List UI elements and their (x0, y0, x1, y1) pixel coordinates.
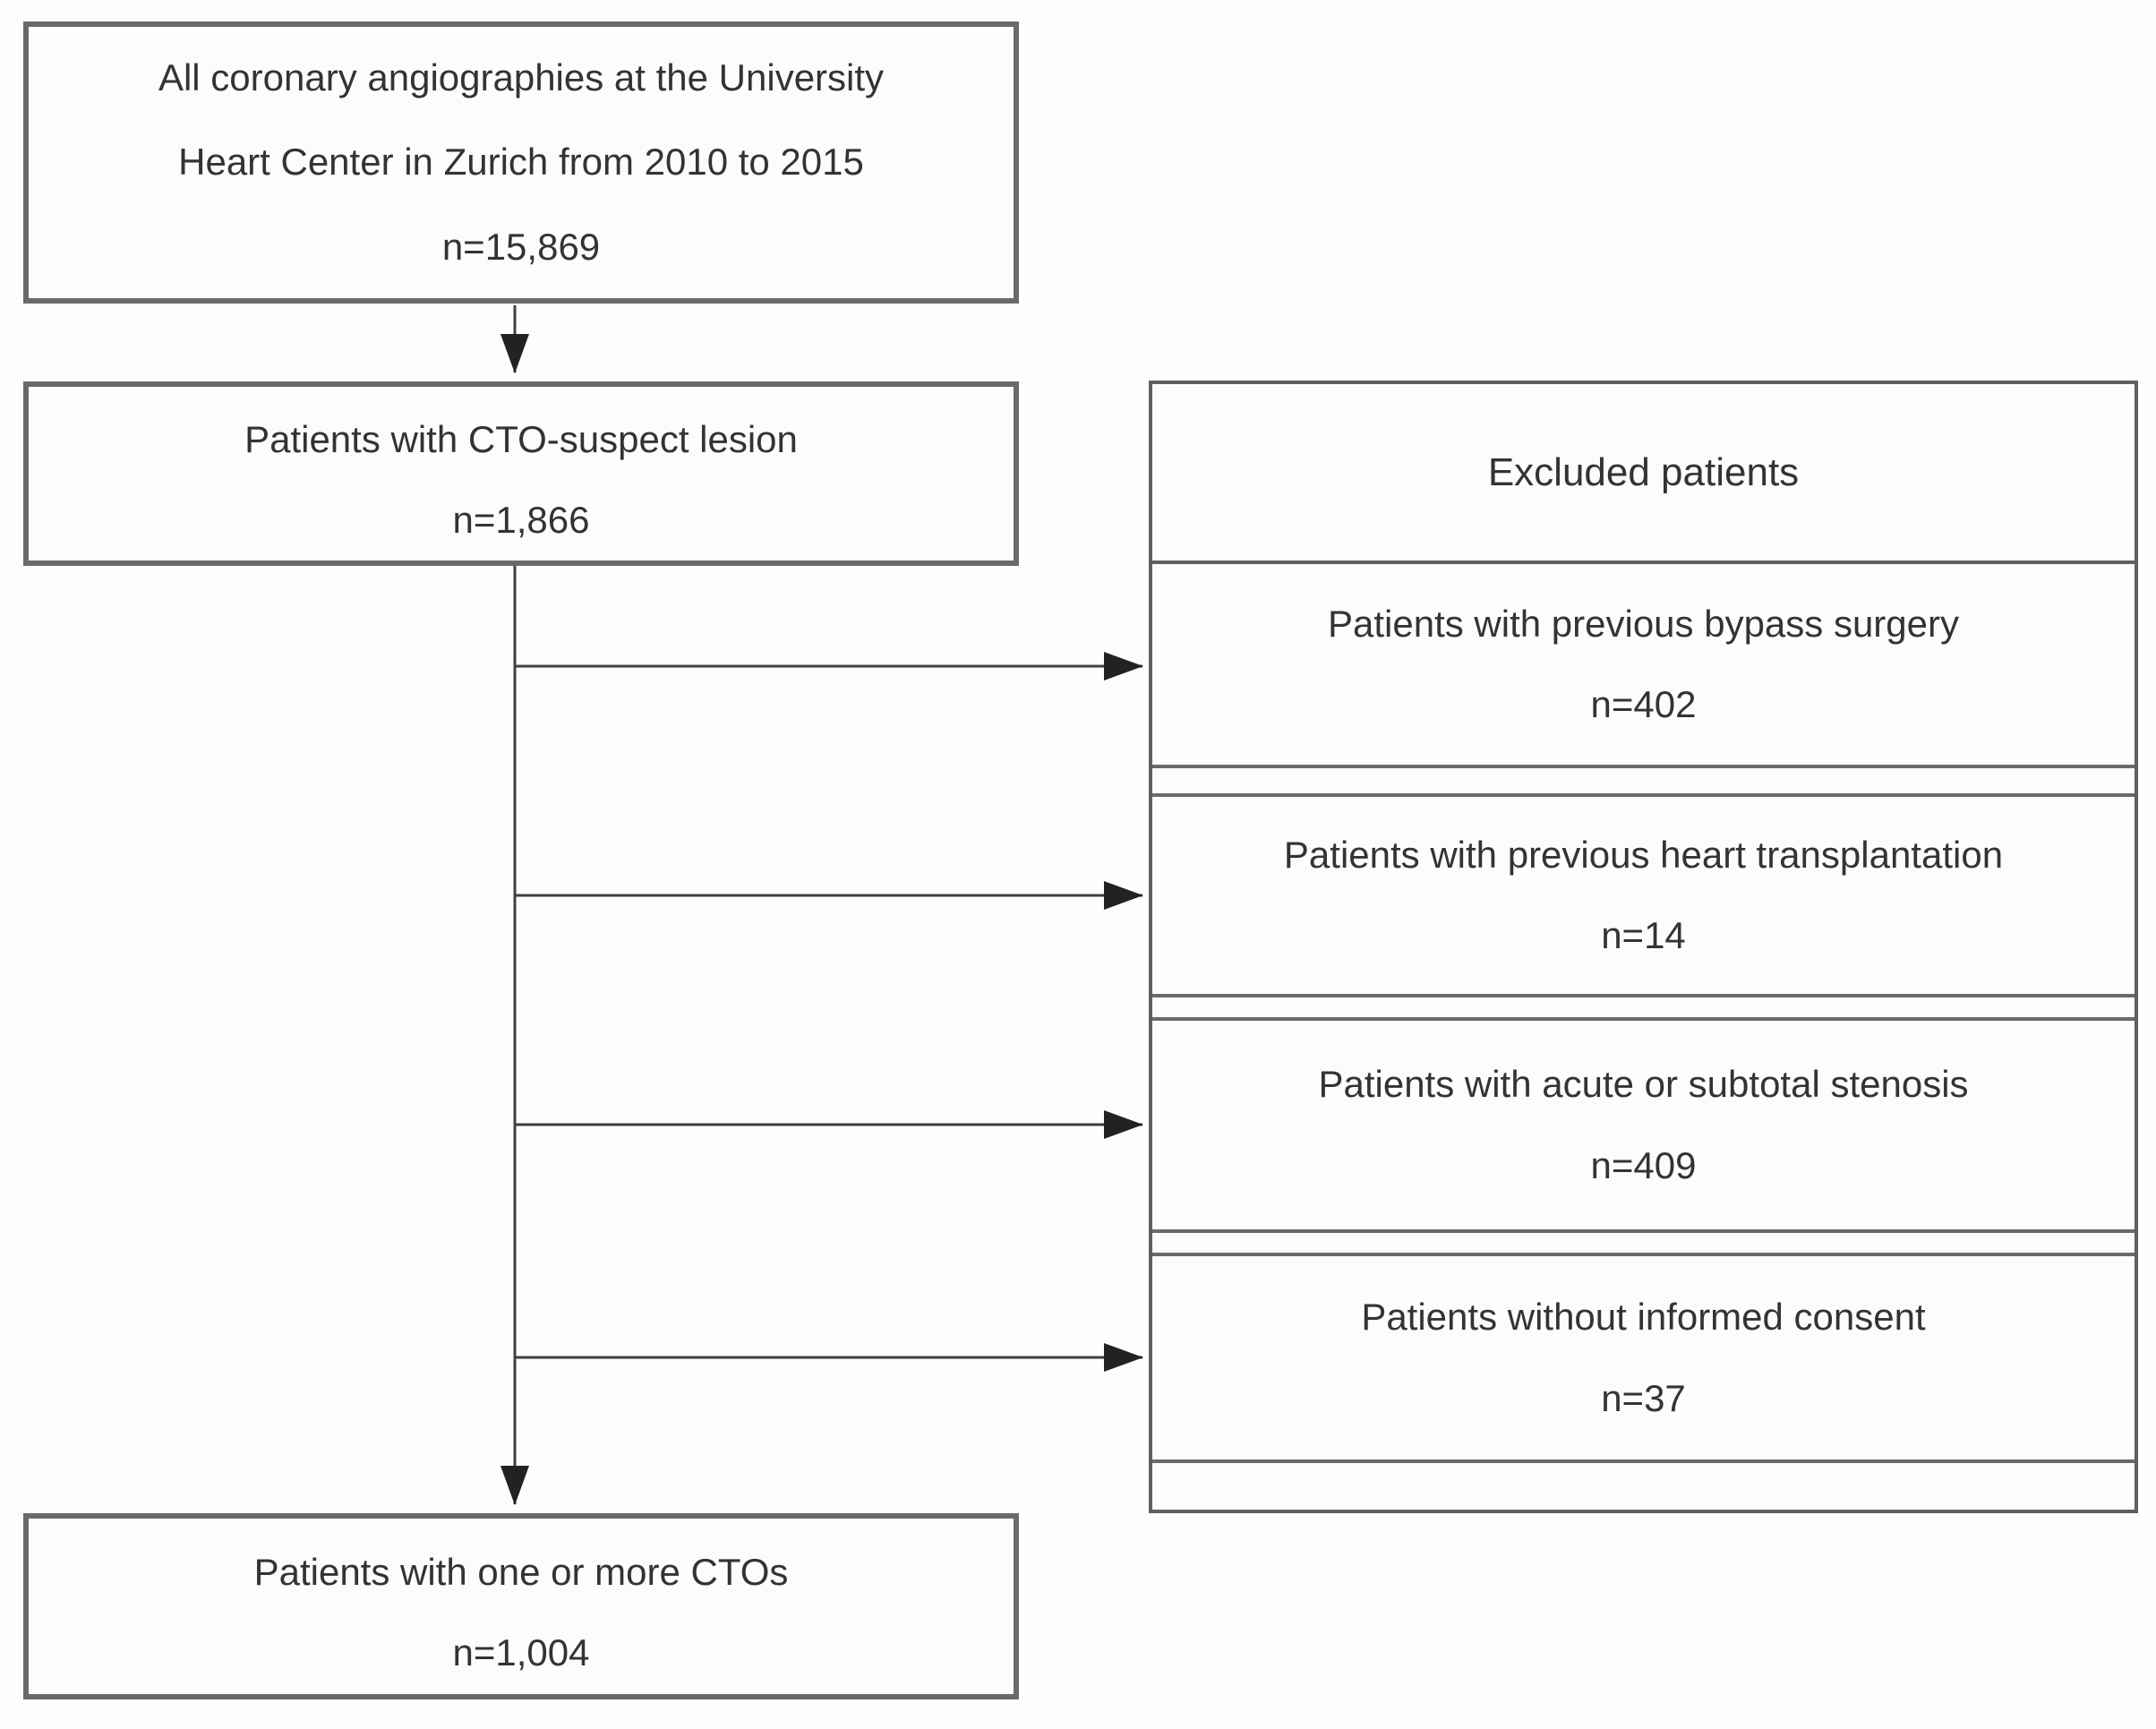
excluded-box-bypass-surgery-label: Patients with previous bypass surgery (1328, 602, 1959, 645)
excluded-box-informed-consent-label: Patients without informed consent (1361, 1296, 1926, 1339)
box-one-or-more-ctos-label: Patients with one or more CTOs (253, 1550, 789, 1593)
excluded-box-acute-subtotal-stenosis-label: Patients with acute or subtotal stenosis (1318, 1063, 1969, 1106)
box-all-angiographies-line2: Heart Center in Zurich from 2010 to 2015 (178, 141, 864, 184)
box-one-or-more-ctos: Patients with one or more CTOs n=1,004 (23, 1513, 1019, 1699)
excluded-patients-header: Excluded patients (1152, 384, 2135, 564)
excluded-box-acute-subtotal-stenosis: Patients with acute or subtotal stenosis… (1152, 1017, 2135, 1233)
box-all-angiographies-line1: All coronary angiographies at the Univer… (158, 56, 885, 99)
box-one-or-more-ctos-count: n=1,004 (452, 1631, 590, 1673)
box-all-angiographies-count: n=15,869 (441, 225, 601, 268)
box-cto-suspect-lesion-label: Patients with CTO-suspect lesion (244, 417, 798, 460)
excluded-patients-panel: Excluded patients Patients with previous… (1149, 381, 2138, 1513)
excluded-box-heart-transplantation-count: n=14 (1601, 914, 1686, 956)
box-cto-suspect-lesion-count: n=1,866 (452, 499, 590, 541)
excluded-box-bypass-surgery: Patients with previous bypass surgery n=… (1152, 564, 2135, 768)
excluded-box-informed-consent-count: n=37 (1601, 1376, 1686, 1419)
excluded-box-acute-subtotal-stenosis-count: n=409 (1590, 1143, 1697, 1186)
box-cto-suspect-lesion: Patients with CTO-suspect lesion n=1,866 (23, 381, 1019, 566)
box-all-angiographies: All coronary angiographies at the Univer… (23, 21, 1019, 304)
excluded-box-bypass-surgery-count: n=402 (1590, 683, 1697, 725)
excluded-box-informed-consent: Patients without informed consent n=37 (1152, 1253, 2135, 1463)
excluded-box-heart-transplantation-label: Patients with previous heart transplanta… (1283, 833, 2004, 876)
excluded-box-heart-transplantation: Patients with previous heart transplanta… (1152, 793, 2135, 997)
